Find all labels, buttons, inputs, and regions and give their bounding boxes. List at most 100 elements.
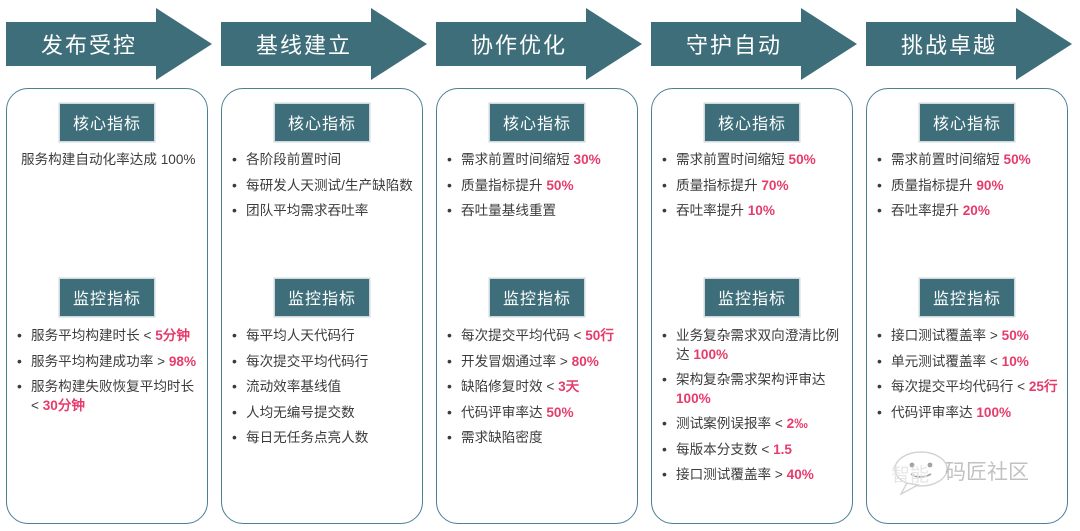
stage-column-5: 挑战卓越核心指标需求前置时间缩短 50% 质量指标提升 90% 吞吐率提升 20% 监…: [866, 0, 1072, 531]
monitor-metrics-list: 服务平均构建时长 < 5分钟服务平均构建成功率 > 98%服务构建失败恢复平均时…: [13, 326, 203, 415]
monitor-metrics-badge: 监控指标: [274, 279, 370, 316]
metric-value: 50%: [546, 177, 574, 193]
stage-arrow-banner[interactable]: 协作优化: [436, 8, 642, 80]
core-metrics-list: 需求前置时间缩短 50% 质量指标提升 70% 吞吐率提升 10%: [658, 150, 848, 221]
metric-item: 每研发人天测试/生产缺陷数: [228, 176, 418, 196]
metric-text: 各阶段前置时间: [246, 152, 342, 167]
metric-value: 3天: [558, 379, 580, 394]
metric-item: 质量指标提升 70%: [658, 176, 848, 196]
metric-value: 50%: [1003, 152, 1031, 167]
metric-text: 每平均人天代码行: [246, 328, 355, 343]
watermark-overlay-icon: 码匠社区智能: [887, 449, 1062, 501]
metric-value: 20%: [962, 203, 990, 218]
metric-text: 流动效率基线值: [246, 379, 342, 394]
metric-item: 服务平均构建时长 < 5分钟: [13, 326, 203, 346]
core-metrics-section: 需求前置时间缩短 50% 质量指标提升 90% 吞吐率提升 20%: [873, 150, 1063, 228]
metric-value: 40%: [786, 467, 814, 482]
metric-item: 质量指标提升 50%: [443, 176, 633, 196]
monitor-metrics-badge: 监控指标: [489, 279, 585, 316]
metric-text: 质量指标提升: [461, 177, 547, 193]
metric-text: 需求缺陷密度: [461, 430, 543, 445]
metric-item: 团队平均需求吞吐率: [228, 201, 418, 221]
stage-arrow-banner[interactable]: 守护自动: [651, 8, 857, 80]
metric-text: 每研发人天测试/生产缺陷数: [246, 177, 413, 193]
core-metrics-badge: 核心指标: [489, 104, 585, 141]
monitor-metrics-section: 业务复杂需求双向澄清比例达 100% 架构复杂需求架构评审达 100% 测试案例误报…: [658, 326, 848, 492]
monitor-metrics-list: 每次提交平均代码 < 50行开发冒烟通过率 > 80%缺陷修复时效 < 3天代码…: [443, 326, 633, 448]
metric-value: 100%: [693, 346, 729, 362]
monitor-metrics-section: 接口测试覆盖率 > 50%单元测试覆盖率 < 10%每次提交平均代码行 < 25…: [873, 326, 1063, 429]
metric-value: 30分钟: [42, 397, 86, 413]
monitor-metrics-list: 业务复杂需求双向澄清比例达 100% 架构复杂需求架构评审达 100% 测试案例误报…: [658, 326, 848, 485]
metric-item: 单元测试覆盖率 < 10%: [873, 352, 1063, 372]
metric-item: 每平均人天代码行: [228, 326, 418, 346]
metric-item: 质量指标提升 90%: [873, 176, 1063, 196]
metric-text: 代码评审率达: [461, 404, 547, 420]
stage-arrow-banner[interactable]: 挑战卓越: [866, 8, 1072, 80]
core-metrics-list: 需求前置时间缩短 30%质量指标提升 50%吞吐量基线重置: [443, 150, 633, 221]
core-metrics-badge: 核心指标: [274, 104, 370, 141]
metric-text: 服务平均构建成功率 >: [31, 353, 169, 369]
stage-arrow-banner[interactable]: 发布受控: [6, 8, 212, 80]
stage-title: 守护自动: [685, 33, 782, 58]
metric-item: 代码评审率达 50%: [443, 403, 633, 423]
metric-text: 单元测试覆盖率 <: [891, 353, 1002, 369]
metric-text: 需求前置时间缩短: [676, 152, 789, 167]
core-metrics-badge: 核心指标: [704, 104, 800, 141]
metric-item: 需求前置时间缩短 50%: [873, 150, 1063, 170]
metric-item: 每次提交平均代码行 < 25行: [873, 377, 1063, 397]
core-metrics-badge: 核心指标: [59, 104, 155, 141]
monitor-metrics-badge: 监控指标: [704, 279, 800, 316]
metric-item: 流动效率基线值: [228, 377, 418, 397]
metric-text: 吞吐量基线重置: [461, 203, 557, 218]
metric-value: 1.5: [773, 441, 792, 457]
metric-value: 50行: [585, 328, 614, 343]
metric-text: 服务平均构建时长 <: [31, 328, 156, 343]
metric-value: 100%: [676, 390, 711, 406]
metric-item: 每次提交平均代码 < 50行: [443, 326, 633, 346]
stage-card: 核心指标需求前置时间缩短 50% 质量指标提升 90% 吞吐率提升 20% 监控指标接…: [866, 88, 1068, 524]
metric-item: 缺陷修复时效 < 3天: [443, 377, 633, 397]
metric-text: 业务复杂需求双向澄清比例达: [676, 328, 840, 362]
stage-card: 核心指标需求前置时间缩短 30%质量指标提升 50%吞吐量基线重置监控指标每次提…: [436, 88, 638, 524]
metric-item: 需求前置时间缩短 50%: [658, 150, 848, 170]
monitor-metrics-section: 每次提交平均代码 < 50行开发冒烟通过率 > 80%缺陷修复时效 < 3天代码…: [443, 326, 633, 455]
metric-text: 接口测试覆盖率 >: [891, 328, 1002, 343]
core-metrics-list: 各阶段前置时间每研发人天测试/生产缺陷数团队平均需求吞吐率: [228, 150, 418, 221]
stage-column-3: 协作优化核心指标需求前置时间缩短 30%质量指标提升 50%吞吐量基线重置监控指…: [436, 0, 642, 531]
metric-item: 吞吐率提升 10%: [658, 201, 848, 221]
metric-item: 测试案例误报率 < 2‰: [658, 414, 848, 434]
monitor-metrics-list: 每平均人天代码行每次提交平均代码行流动效率基线值人均无编号提交数每日无任务点亮人…: [228, 326, 418, 448]
metric-text: 每次提交平均代码行 <: [891, 379, 1029, 394]
metric-item: 各阶段前置时间: [228, 150, 418, 170]
stage-title: 发布受控: [40, 33, 137, 58]
metric-value: 50%: [788, 152, 816, 167]
metric-text: 每次提交平均代码 <: [461, 328, 586, 343]
metric-value: 2‰: [786, 416, 808, 431]
metric-text: 吞吐率提升: [676, 203, 748, 218]
monitor-metrics-section: 每平均人天代码行每次提交平均代码行流动效率基线值人均无编号提交数每日无任务点亮人…: [228, 326, 418, 455]
metric-value: 50%: [546, 404, 574, 420]
stage-arrow-banner[interactable]: 基线建立: [221, 8, 427, 80]
metric-text: 每日无任务点亮人数: [246, 430, 369, 445]
svg-text:智能: 智能: [891, 464, 929, 486]
metric-value: 30%: [573, 152, 601, 167]
metric-text: 团队平均需求吞吐率: [246, 203, 369, 218]
metric-item: 吞吐量基线重置: [443, 201, 633, 221]
stage-column-2: 基线建立核心指标各阶段前置时间每研发人天测试/生产缺陷数团队平均需求吞吐率监控指…: [221, 0, 427, 531]
stage-card: 核心指标各阶段前置时间每研发人天测试/生产缺陷数团队平均需求吞吐率监控指标每平均…: [221, 88, 423, 524]
metric-value: 10%: [1001, 353, 1029, 369]
svg-text:码匠社区: 码匠社区: [945, 460, 1029, 484]
metric-value: 100%: [976, 404, 1012, 420]
core-metrics-badge: 核心指标: [919, 104, 1015, 141]
metric-item: 每日无任务点亮人数: [228, 428, 418, 448]
monitor-metrics-list: 接口测试覆盖率 > 50%单元测试覆盖率 < 10%每次提交平均代码行 < 25…: [873, 326, 1063, 422]
monitor-metrics-badge: 监控指标: [919, 279, 1015, 316]
metric-text: 吞吐率提升: [891, 203, 963, 218]
metric-item: 服务平均构建成功率 > 98%: [13, 352, 203, 372]
metric-text: 架构复杂需求架构评审达: [676, 372, 826, 387]
core-metrics-list: 需求前置时间缩短 50% 质量指标提升 90% 吞吐率提升 20%: [873, 150, 1063, 221]
metric-text: 缺陷修复时效 <: [461, 379, 559, 394]
monitor-metrics-section: 服务平均构建时长 < 5分钟服务平均构建成功率 > 98%服务构建失败恢复平均时…: [13, 326, 203, 422]
